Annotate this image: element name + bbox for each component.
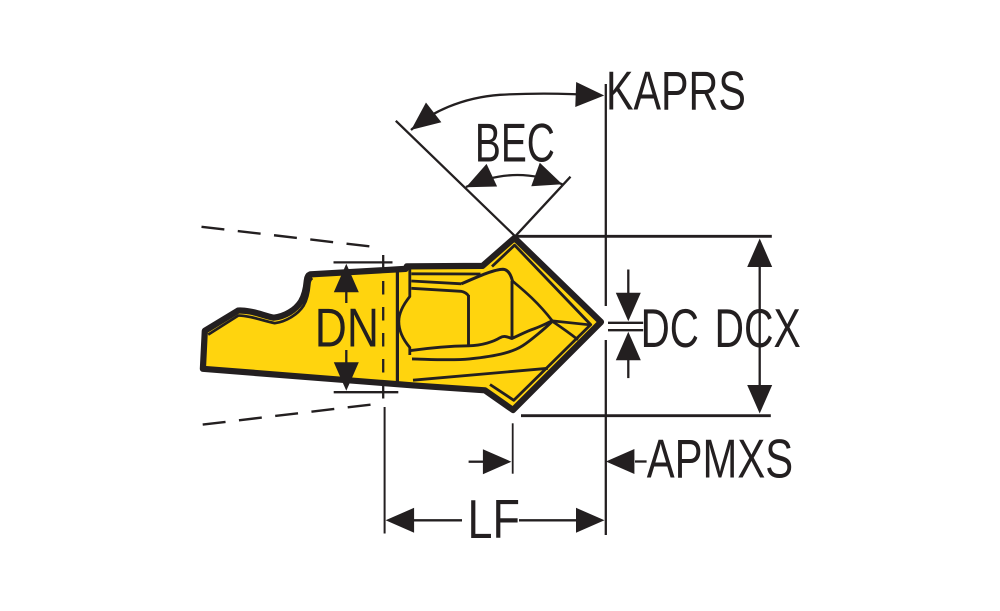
svg-text:APMXS: APMXS xyxy=(647,429,793,490)
svg-text:DCX: DCX xyxy=(715,299,801,360)
svg-text:DC: DC xyxy=(641,299,699,359)
svg-text:DN: DN xyxy=(315,297,379,358)
svg-text:KAPRS: KAPRS xyxy=(606,61,746,122)
svg-text:LF: LF xyxy=(468,489,520,550)
svg-text:BEC: BEC xyxy=(475,113,555,174)
